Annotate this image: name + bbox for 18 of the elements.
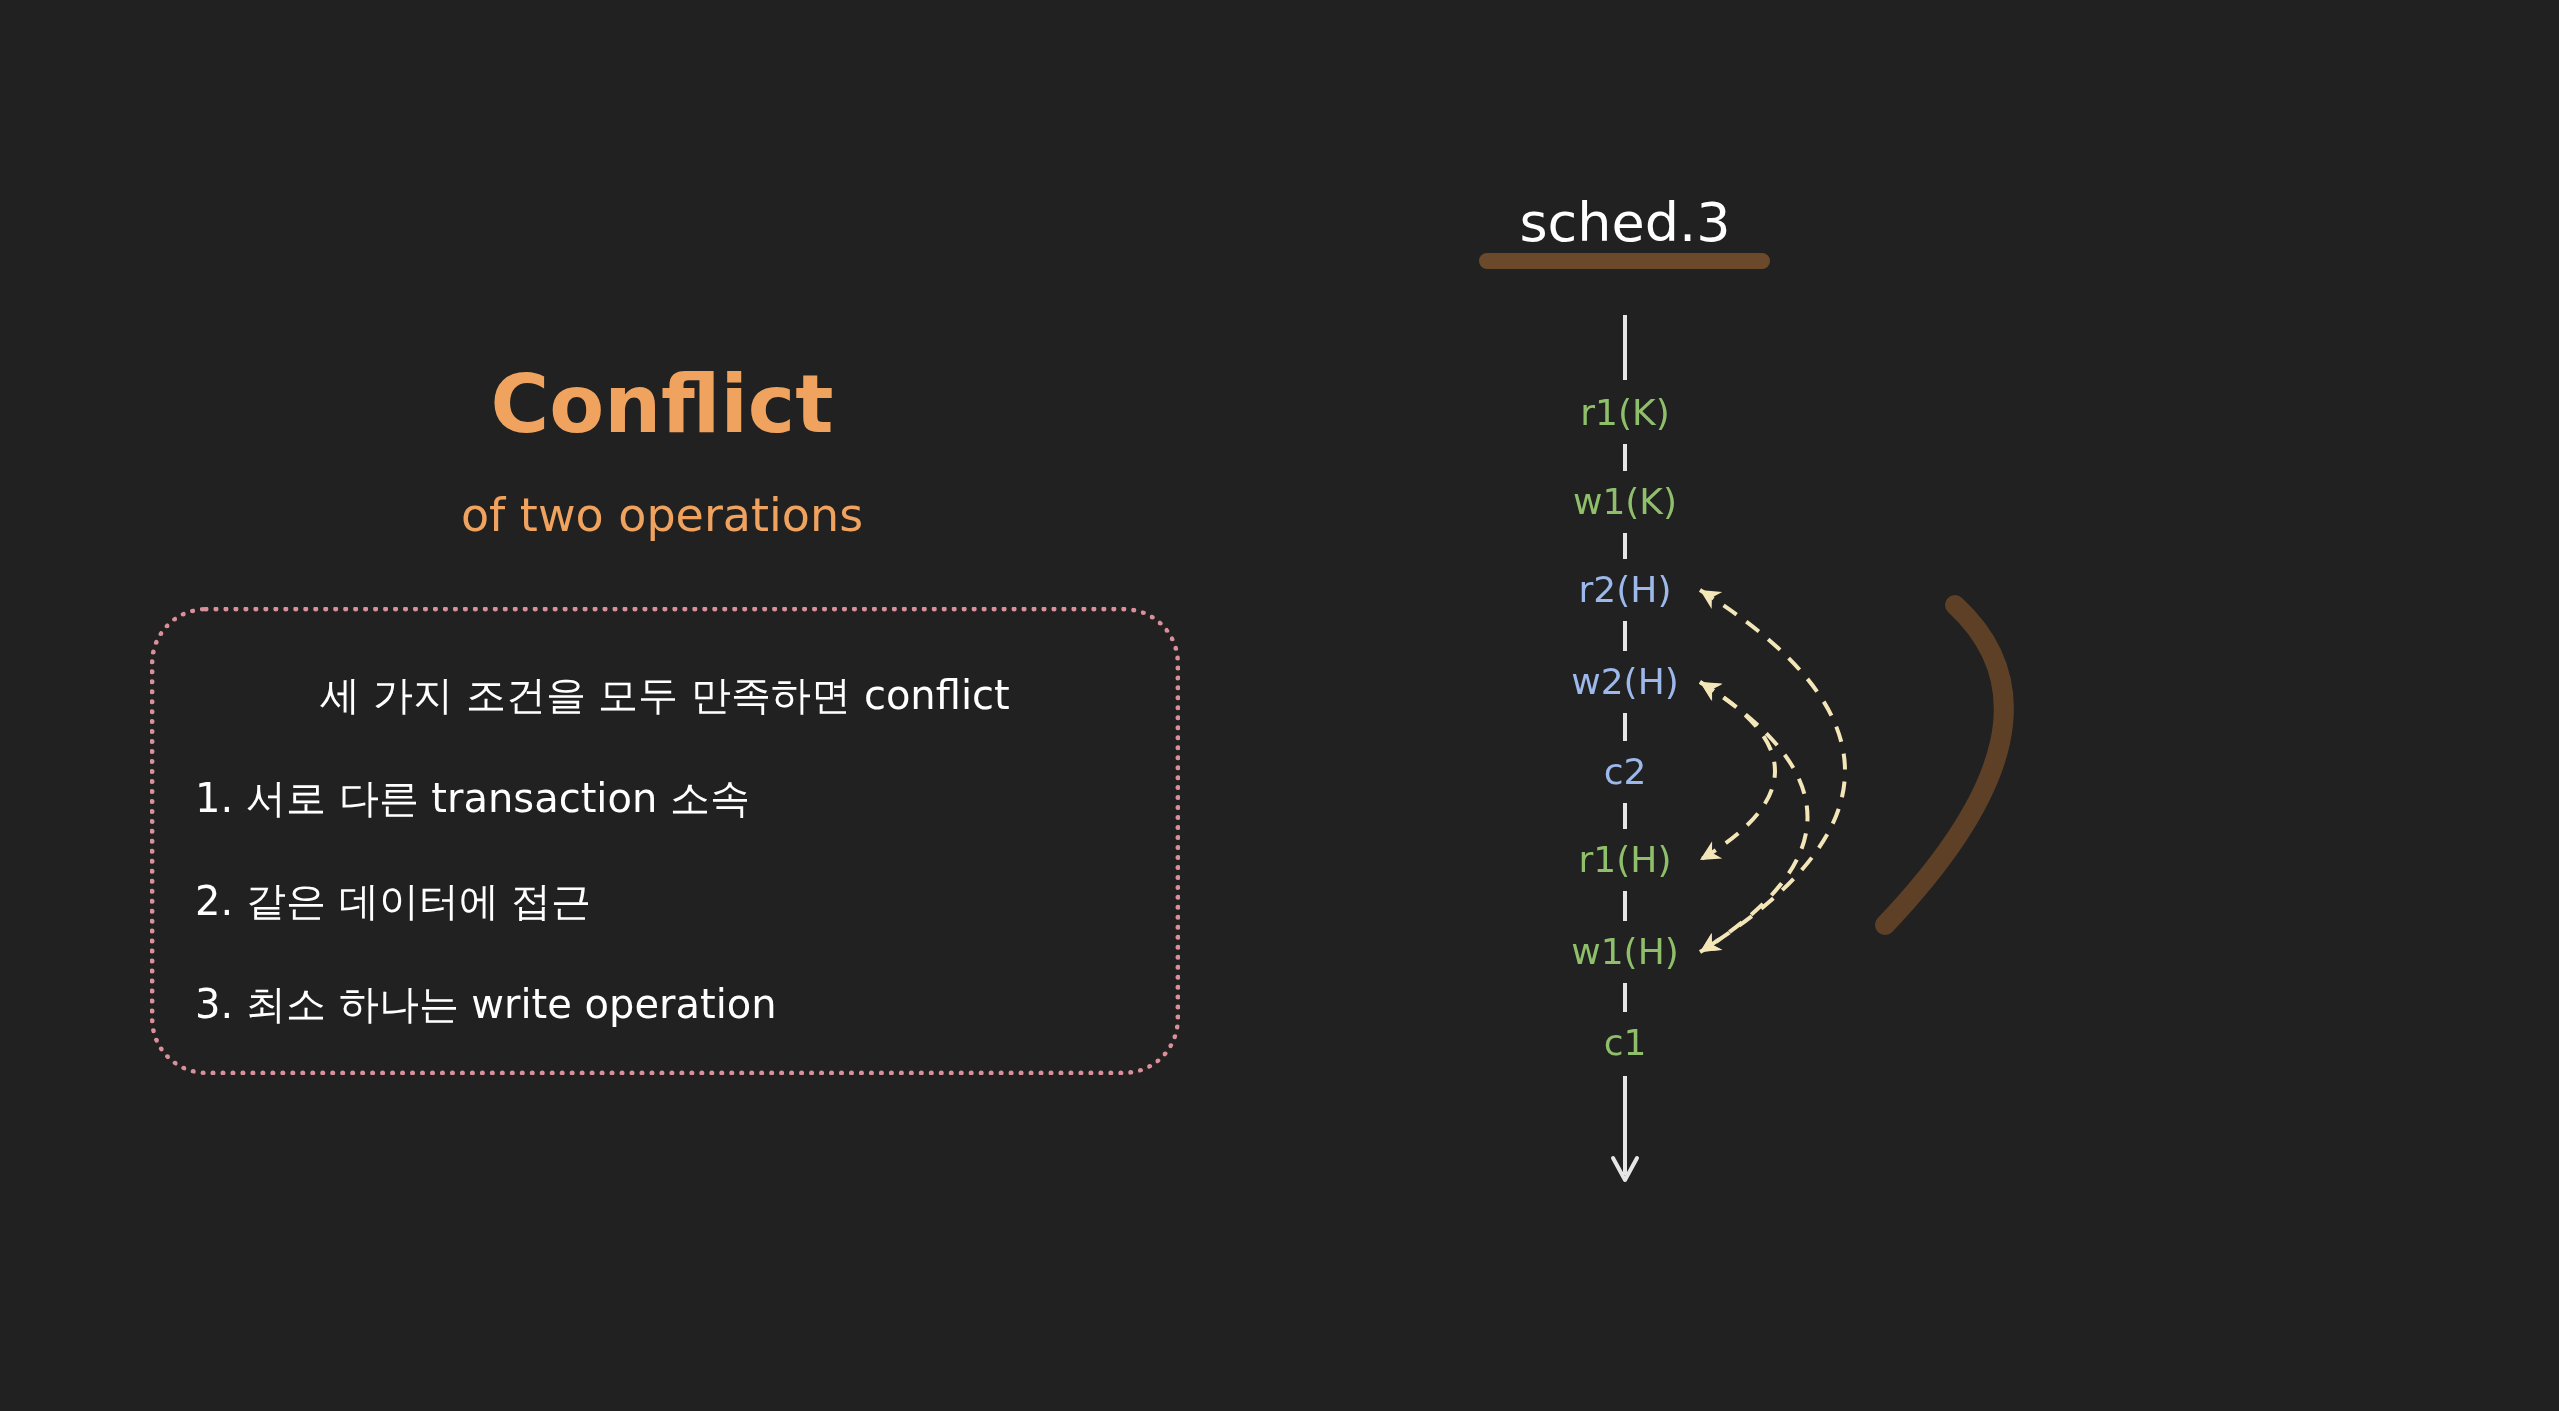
operation-label: c2 (1545, 749, 1705, 795)
operation-label: r1(H) (1545, 837, 1705, 883)
operation-label: w1(H) (1545, 929, 1705, 975)
condition-heading: 세 가지 조건을 모두 만족하면 conflict (319, 671, 1011, 720)
schedule-label: sched.3 (1518, 190, 1732, 256)
operation-label: r2(H) (1545, 567, 1705, 613)
operation-label: r1(K) (1545, 390, 1705, 436)
conditions-box (150, 607, 1180, 1075)
conflict-arrow (1698, 680, 1777, 862)
condition-item: 3. 최소 하나는 write operation (195, 980, 778, 1029)
operation-label: c1 (1545, 1020, 1705, 1066)
condition-item: 1. 서로 다른 transaction 소속 (195, 774, 751, 823)
operation-label: w1(K) (1545, 479, 1705, 525)
title: Conflict (489, 357, 835, 453)
operation-label: w2(H) (1545, 659, 1705, 705)
conflict-arrow (1698, 588, 1847, 954)
condition-item: 2. 같은 데이터에 접근 (195, 877, 593, 926)
subtitle: of two operations (459, 487, 865, 544)
